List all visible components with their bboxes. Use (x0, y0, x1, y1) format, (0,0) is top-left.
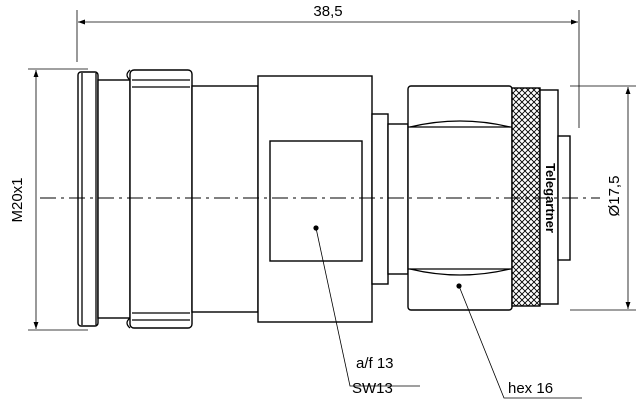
diameter-dimension: Ø17,5 (570, 85, 636, 311)
length-dimension-label: 38,5 (313, 3, 342, 20)
hex-label: hex 16 (508, 380, 553, 397)
across-flats-callout: a/f 13 SW13 (313, 225, 420, 397)
diameter-dimension-label: Ø17,5 (606, 176, 623, 217)
thread-dimension: M20x1 (9, 68, 88, 331)
thread-dimension-label: M20x1 (9, 177, 26, 222)
brand-lettering: Telegartner (543, 163, 558, 233)
connector-body: Telegartner (77, 69, 571, 329)
across-flats-label-2: SW13 (352, 380, 393, 397)
length-dimension: 38,5 (76, 3, 580, 128)
across-flats-label-1: a/f 13 (356, 355, 394, 372)
hex-callout: hex 16 (456, 283, 582, 399)
